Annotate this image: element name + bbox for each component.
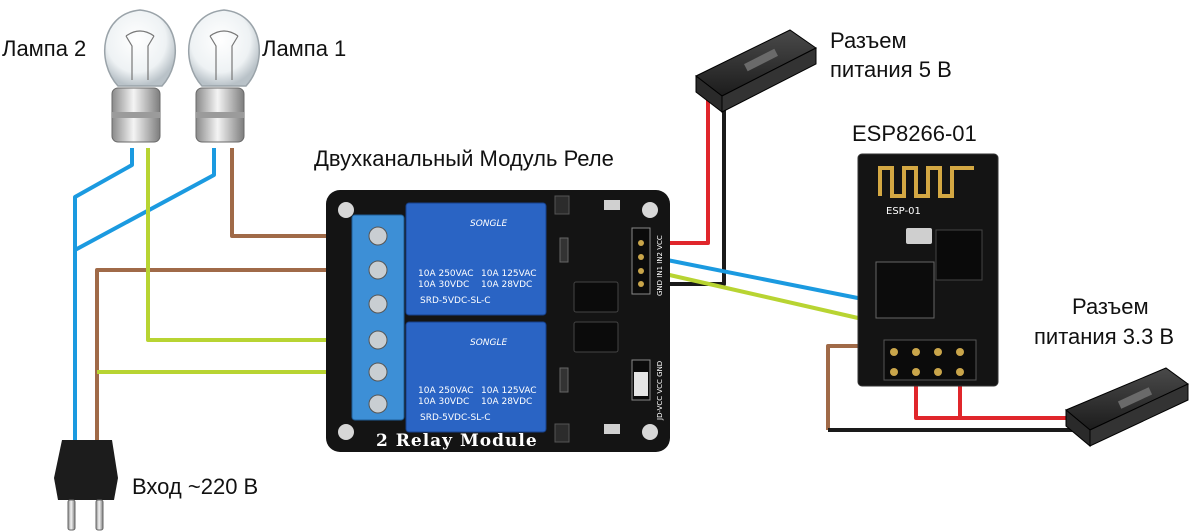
esp-pin <box>956 348 964 356</box>
label-power-5v-line2: питания 5 В <box>830 57 952 82</box>
relay-1-brand: SONGLE <box>470 219 508 229</box>
terminal-screws <box>368 226 388 414</box>
lamp-1-glass <box>188 9 260 87</box>
relay-2 <box>405 321 547 433</box>
terminal-block <box>351 214 405 421</box>
pins-top-label: GND IN1 IN2 VCC <box>656 235 664 296</box>
label-esp: ESP8266-01 <box>852 121 977 146</box>
jumper <box>634 372 648 396</box>
lamp-2-base-ring <box>112 112 160 118</box>
led-in2 <box>604 200 620 210</box>
brown-wire-lamp1-relay <box>230 148 362 238</box>
relay-2-brand: SONGLE <box>470 338 508 348</box>
relay-1-model: SRD-5VDC-SL-C <box>420 296 491 306</box>
lamp-2-glass <box>104 9 176 87</box>
header-pin <box>638 254 644 260</box>
lamp-1-base-ring <box>196 112 244 118</box>
relay-board-title: 2 Relay Module <box>376 431 538 451</box>
relay-1 <box>405 202 547 316</box>
header-pin <box>638 240 644 246</box>
diode-d2 <box>559 237 569 263</box>
transistor-q1 <box>554 423 570 443</box>
relay-1-spec-r1: 10A 125VAC <box>481 269 537 279</box>
diode-d1 <box>559 367 569 393</box>
terminal-screw <box>368 226 388 246</box>
mount-hole <box>338 202 354 218</box>
label-power-5v-line1: Разъем <box>830 28 907 53</box>
led-in1 <box>604 424 620 434</box>
header-pin <box>638 281 644 287</box>
label-power-33v-line1: Разъем <box>1072 294 1149 319</box>
terminal-screw <box>368 294 388 314</box>
esp8266-module: ESP-01 <box>857 153 999 387</box>
relay-2-spec-l2: 10A 30VDC <box>418 397 469 407</box>
esp-pin <box>934 368 942 376</box>
esp-pin <box>912 348 920 356</box>
relay-1-spec-r2: 10A 28VDC <box>481 280 532 290</box>
blue-wire-lamp2-plug <box>73 148 134 455</box>
mount-hole <box>642 202 658 218</box>
connector-5v-side <box>721 47 817 113</box>
yellowgreen-wire-lamp2-relay <box>146 148 362 342</box>
plug-pin-right <box>95 499 104 531</box>
relay-2-spec-r1: 10A 125VAC <box>481 386 537 396</box>
label-input: Вход ~220 В <box>132 474 258 499</box>
connector-33v <box>1065 367 1189 448</box>
plug-body <box>54 440 118 500</box>
connector-5v-latch <box>744 48 778 72</box>
blue-wire-lamp1 <box>74 148 216 252</box>
esp-crystal <box>906 228 932 244</box>
label-lamp2: Лампа 2 <box>2 36 86 61</box>
esp-flash-chip <box>935 229 983 281</box>
esp-soc <box>875 261 935 319</box>
mount-hole <box>338 424 354 440</box>
relay-2-spec-l1: 10A 250VAC <box>418 386 474 396</box>
header-pin <box>638 268 644 274</box>
mount-hole <box>642 424 658 440</box>
esp-antenna <box>878 166 974 198</box>
connector-5v <box>695 29 817 114</box>
lamp-2 <box>104 9 176 143</box>
lamp-1 <box>188 9 260 143</box>
relay-2-model: SRD-5VDC-SL-C <box>420 413 491 423</box>
terminal-screw <box>368 330 388 350</box>
pins-bottom-label: JD-VCC VCC GND <box>656 361 664 421</box>
esp-pin <box>912 368 920 376</box>
label-lamp1: Лампа 1 <box>262 36 346 61</box>
red-wire-5v <box>652 94 710 245</box>
transistor-q2 <box>554 195 570 215</box>
esp-pin <box>890 368 898 376</box>
lamp-2-filament <box>125 30 155 80</box>
optocoupler-1 <box>573 281 619 313</box>
brown-wire-plug-relay <box>95 268 362 455</box>
terminal-screw <box>368 362 388 382</box>
terminal-screw <box>368 394 388 414</box>
label-relay-module: Двухканальный Модуль Реле <box>314 146 614 171</box>
connector-33v-latch <box>1117 387 1153 409</box>
relay-1-spec-l2: 10A 30VDC <box>418 280 469 290</box>
esp-pin <box>956 368 964 376</box>
relay-module: SONGLE 10A 250VAC 10A 30VDC 10A 125VAC 1… <box>326 190 670 452</box>
connector-33v-side <box>1089 383 1189 447</box>
esp-pin <box>890 348 898 356</box>
esp-silk: ESP-01 <box>886 206 921 217</box>
input-header <box>631 227 651 295</box>
black-wire-5v <box>652 100 726 286</box>
label-power-33v-line2: питания 3.3 В <box>1034 324 1174 349</box>
plug-pin-left <box>67 499 76 531</box>
power-plug <box>54 440 118 531</box>
esp-pin <box>934 348 942 356</box>
terminal-screw <box>368 260 388 280</box>
optocoupler-2 <box>573 321 619 353</box>
lamp-1-filament <box>209 30 239 80</box>
relay-2-spec-r2: 10A 28VDC <box>481 397 532 407</box>
relay-1-spec-l1: 10A 250VAC <box>418 269 474 279</box>
red-wire-33v <box>914 372 1078 420</box>
